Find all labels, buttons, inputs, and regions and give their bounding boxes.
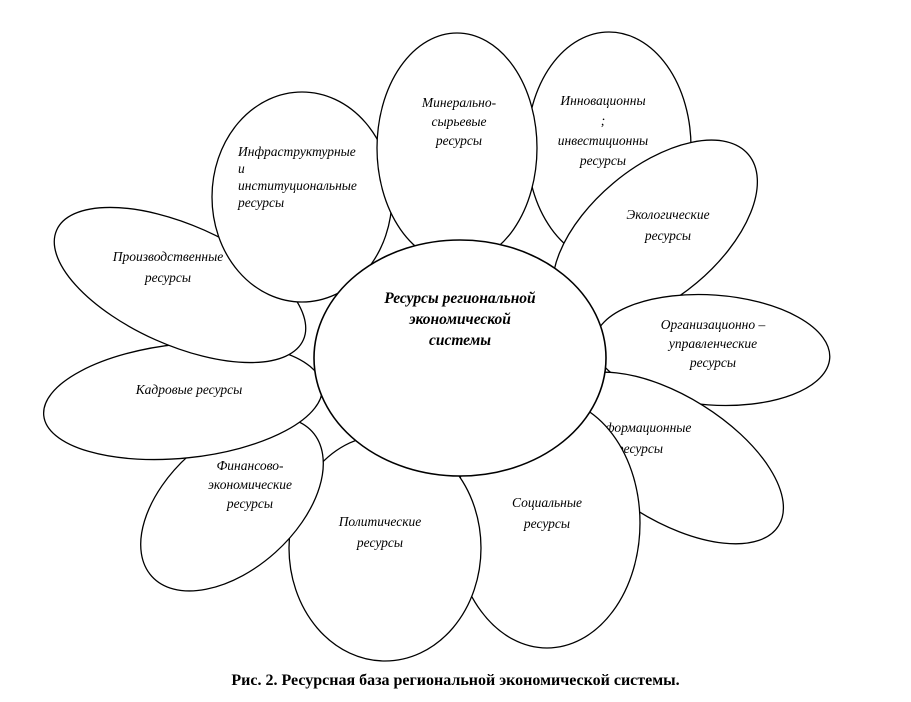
petal-infrastructure-label-line: и <box>238 161 245 176</box>
figure-caption: Рис. 2. Ресурсная база региональной экон… <box>231 672 680 689</box>
petal-organizational-label: Организационно – управленческие ресурсы <box>661 317 766 370</box>
petal-financial-label-line: Финансово- <box>216 458 284 473</box>
petal-innovation-label-line: ресурсы <box>579 153 626 168</box>
petal-mineral: Минерально-сырьевые ресурсы <box>376 32 538 264</box>
petal-social-label-line: ресурсы <box>523 516 570 531</box>
petal-financial-label-line: экономические <box>208 477 292 492</box>
petal-ecological-label-line: ресурсы <box>644 228 691 243</box>
petal-personnel-label: Кадровые ресурсы <box>135 382 243 397</box>
petal-ecological-label-line: Экологические <box>626 207 709 222</box>
petal-infrastructure: Инфраструктурные и институциональные ресурс… <box>211 91 393 303</box>
petal-informational-label: Информационные ресурсы <box>588 420 692 456</box>
petal-informational-label-line: ресурсы <box>616 441 663 456</box>
petal-political-label-line: ресурсы <box>356 535 403 550</box>
center-label-line: системы <box>429 332 491 349</box>
petal-political-label: Политические ресурсы <box>338 514 422 550</box>
petal-infrastructure-label-line: институциональные <box>238 178 357 193</box>
petal-financial-label: Финансово-экономические ресурсы <box>208 458 292 511</box>
petal-organizational-label-line: Организационно – <box>661 317 766 332</box>
petal-production: Производственные ресурсы <box>53 206 307 364</box>
petal-organizational-label-line: ресурсы <box>689 355 736 370</box>
center-label-line: Ресурсы региональной <box>384 290 536 307</box>
petal-financial: Финансово-экономические ресурсы <box>140 416 324 592</box>
petal-organizational: Организационно – управленческие ресурсы <box>593 293 831 407</box>
petal-mineral-label-line: Минерально- <box>421 95 497 110</box>
petal-infrastructure-label-line: ресурсы <box>237 195 284 210</box>
petal-mineral-label-line: сырьевые <box>431 114 486 129</box>
center-node: Ресурсы региональной экономической системы <box>313 239 607 477</box>
petal-informational-label-line: Информационные <box>588 420 692 435</box>
petal-financial-label-line: ресурсы <box>226 496 273 511</box>
petal-ecological: Экологические ресурсы <box>551 139 759 327</box>
petal-innovation-label-line: инвестиционны <box>558 133 648 148</box>
center-ellipse <box>313 239 607 477</box>
petal-production-label-line: Производственные <box>112 249 223 264</box>
petal-ecological-label: Экологические ресурсы <box>626 207 709 243</box>
petal-production-label-line: ресурсы <box>144 270 191 285</box>
center-label: Ресурсы региональной экономической системы <box>384 290 536 349</box>
petal-political-label-line: Политические <box>338 514 422 529</box>
petal-organizational-label-line: управленческие <box>667 336 757 351</box>
petal-innovation-label-line: ; <box>601 113 606 128</box>
petal-infrastructure-label: Инфраструктурные и институциональные ресурс… <box>237 144 357 210</box>
petal-mineral-label-line: ресурсы <box>435 133 482 148</box>
petal-infrastructure-label-line: Инфраструктурные <box>237 144 356 159</box>
center-label-line: экономической <box>408 311 511 328</box>
petal-social-label: Социальные ресурсы <box>512 495 582 531</box>
petal-social-label-line: Социальные <box>512 495 582 510</box>
petal-personnel-label-line: Кадровые ресурсы <box>135 382 243 397</box>
petal-innovation-label-line: Инновационны <box>559 93 645 108</box>
petal-mineral-label: Минерально-сырьевые ресурсы <box>421 95 497 148</box>
petal-production-ellipse <box>53 206 307 364</box>
petal-mineral-ellipse <box>376 32 538 264</box>
petal-production-label: Производственные ресурсы <box>112 249 223 285</box>
petal-innovation-label: Инновационны; инвестиционны ресурсы <box>558 93 648 168</box>
